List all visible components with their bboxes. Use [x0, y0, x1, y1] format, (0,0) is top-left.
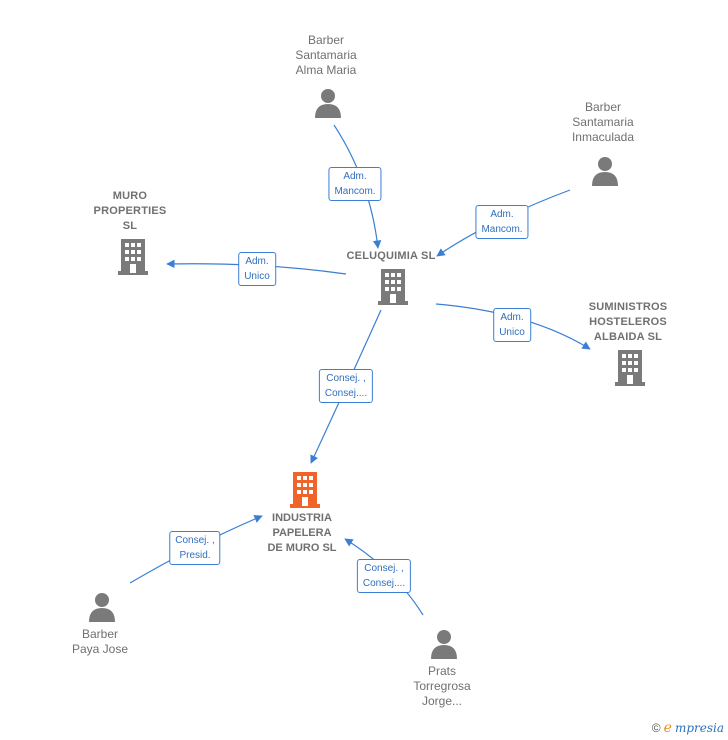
node-label-barber-inmaculada[interactable]: Barber Santamaria Inmaculada	[571, 100, 635, 144]
node-label-industria[interactable]: INDUSTRIA PAPELERA DE MURO SL	[267, 512, 337, 554]
building-icon[interactable]	[615, 350, 645, 386]
edge-label-inmaculada-celuquimia[interactable]: Adm. Mancom.	[475, 205, 529, 239]
edge-label-prats-industria[interactable]: Consej. , Consej....	[356, 559, 412, 593]
node-label-prats[interactable]: Prats Torregrosa Jorge...	[413, 664, 471, 708]
person-icon[interactable]	[314, 88, 342, 118]
edge-label-celuquimia-suministros[interactable]: Adm. Unico	[493, 308, 531, 342]
building-icon[interactable]	[118, 239, 148, 275]
building-focus-icon[interactable]	[290, 472, 320, 508]
edge-label-celuquimia-muro[interactable]: Adm. Unico	[238, 252, 276, 286]
node-label-barber-alma[interactable]: Barber Santamaria Alma Maria	[295, 33, 357, 77]
copyright-icon: ©	[651, 721, 661, 735]
person-icon[interactable]	[88, 592, 116, 622]
node-label-celuquimia[interactable]: CELUQUIMIA SL	[346, 250, 436, 262]
person-icon[interactable]	[430, 629, 458, 659]
edge-label-celuquimia-industria[interactable]: Consej. , Consej....	[318, 369, 374, 403]
building-icon[interactable]	[378, 269, 408, 305]
brand-name[interactable]: mpresia	[674, 721, 724, 735]
edge-label-paya-industria[interactable]: Consej. , Presid.	[169, 531, 221, 565]
node-label-muro-properties[interactable]: MURO PROPERTIES SL	[93, 190, 167, 232]
person-icon[interactable]	[591, 156, 619, 186]
node-label-suministros[interactable]: SUMINISTROS HOSTELEROS ALBAIDA SL	[588, 301, 668, 343]
node-label-barber-paya[interactable]: Barber Paya Jose	[71, 627, 129, 656]
brand-logo-e: e	[663, 720, 672, 736]
edge-label-alma-celuquimia[interactable]: Adm. Mancom.	[328, 167, 382, 201]
